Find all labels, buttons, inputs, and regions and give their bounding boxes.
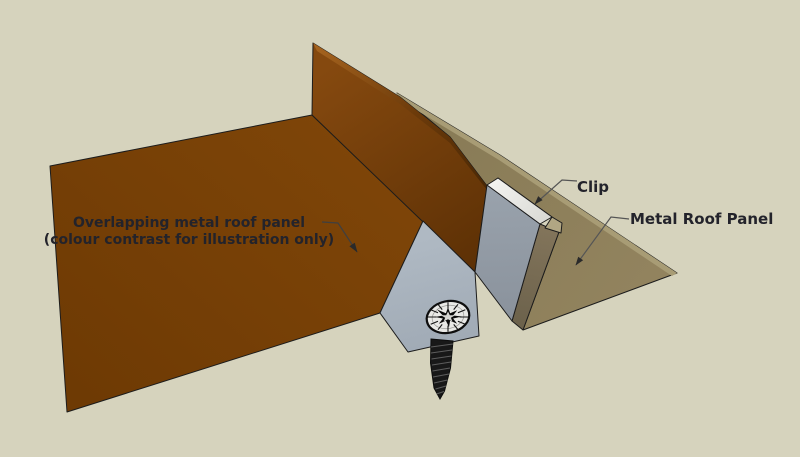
- overlapping-panel-arrowhead-icon: [349, 242, 358, 253]
- clip-label: Clip: [577, 178, 609, 196]
- overlapping-panel-arrow-line: [321, 221, 358, 253]
- metal-roof-panel-arrowhead-icon: [575, 256, 584, 266]
- metal-roof-panel-leader-line: [575, 216, 630, 266]
- fastener-screw: [425, 299, 471, 401]
- clip-arrowhead-icon: [534, 196, 543, 205]
- metal-roof-panel-edge-strip: [397, 93, 677, 276]
- annotations: Overlapping metal roof panel (colour con…: [44, 178, 773, 266]
- clip-top-cap: [486, 177, 553, 225]
- metal-roof-panel-label: Metal Roof Panel: [630, 210, 773, 228]
- overlapping-panel-label-line2: (colour contrast for illustration only): [44, 232, 334, 248]
- screw-head-star-light: [440, 311, 456, 322]
- clip-leader-line: [534, 179, 578, 205]
- overlapping-panel-label-line1: Overlapping metal roof panel: [73, 215, 305, 231]
- screw-head: [425, 299, 471, 335]
- screw-head-knurl-spokes: [428, 302, 468, 332]
- screw-thread-lines: [430, 343, 454, 395]
- metal-roof-panel-rib-top-edge: [544, 216, 563, 234]
- overlapping-panel-rib-top-strip: [313, 43, 487, 190]
